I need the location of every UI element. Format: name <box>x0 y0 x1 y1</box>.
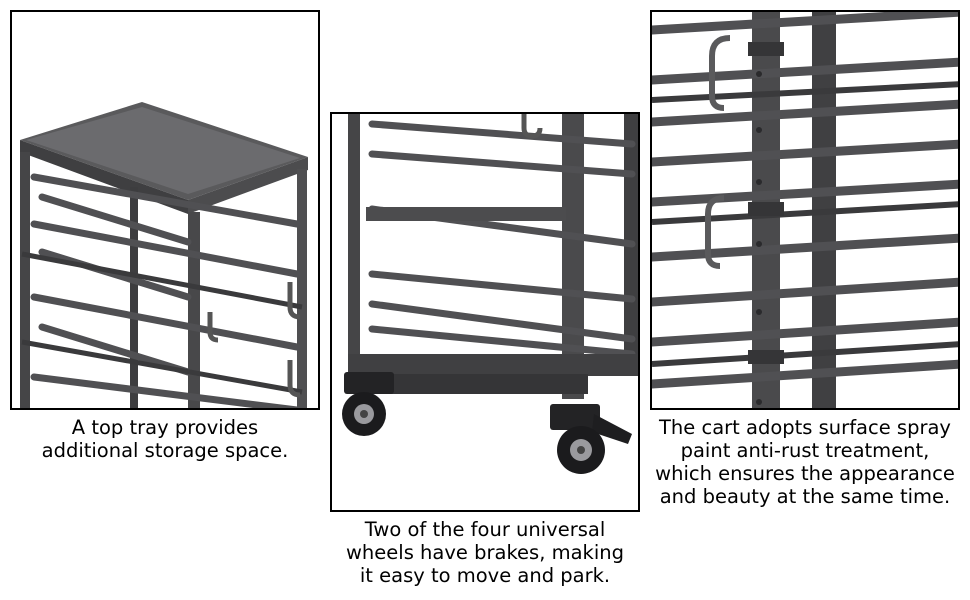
finish-caption-line-1: The cart adopts surface spray <box>659 416 951 439</box>
rack-detail-image <box>652 12 958 408</box>
tray-photo-panel <box>10 10 320 410</box>
finish-caption: The cart adopts surface spray paint anti… <box>645 416 965 508</box>
wheel-image <box>342 114 638 474</box>
tray-caption: A top tray provides additional storage s… <box>10 416 320 462</box>
wheel-caption-line-3: it easy to move and park. <box>359 564 611 587</box>
tray-caption-line-2: additional storage space. <box>41 439 289 462</box>
finish-caption-line-2: paint anti-rust treatment, <box>680 439 930 462</box>
finish-caption-line-4: and beauty at the same time. <box>659 485 951 508</box>
wheel-caption: Two of the four universal wheels have br… <box>330 518 640 587</box>
wheel-caption-line-1: Two of the four universal <box>364 518 606 541</box>
wheel-photo-panel <box>330 112 640 512</box>
rack-image <box>20 102 308 408</box>
finish-photo-panel <box>650 10 960 410</box>
finish-caption-line-3: which ensures the appearance <box>655 462 955 485</box>
wheel-caption-line-2: wheels have brakes, making <box>345 541 624 564</box>
tray-caption-line-1: A top tray provides <box>71 416 259 439</box>
